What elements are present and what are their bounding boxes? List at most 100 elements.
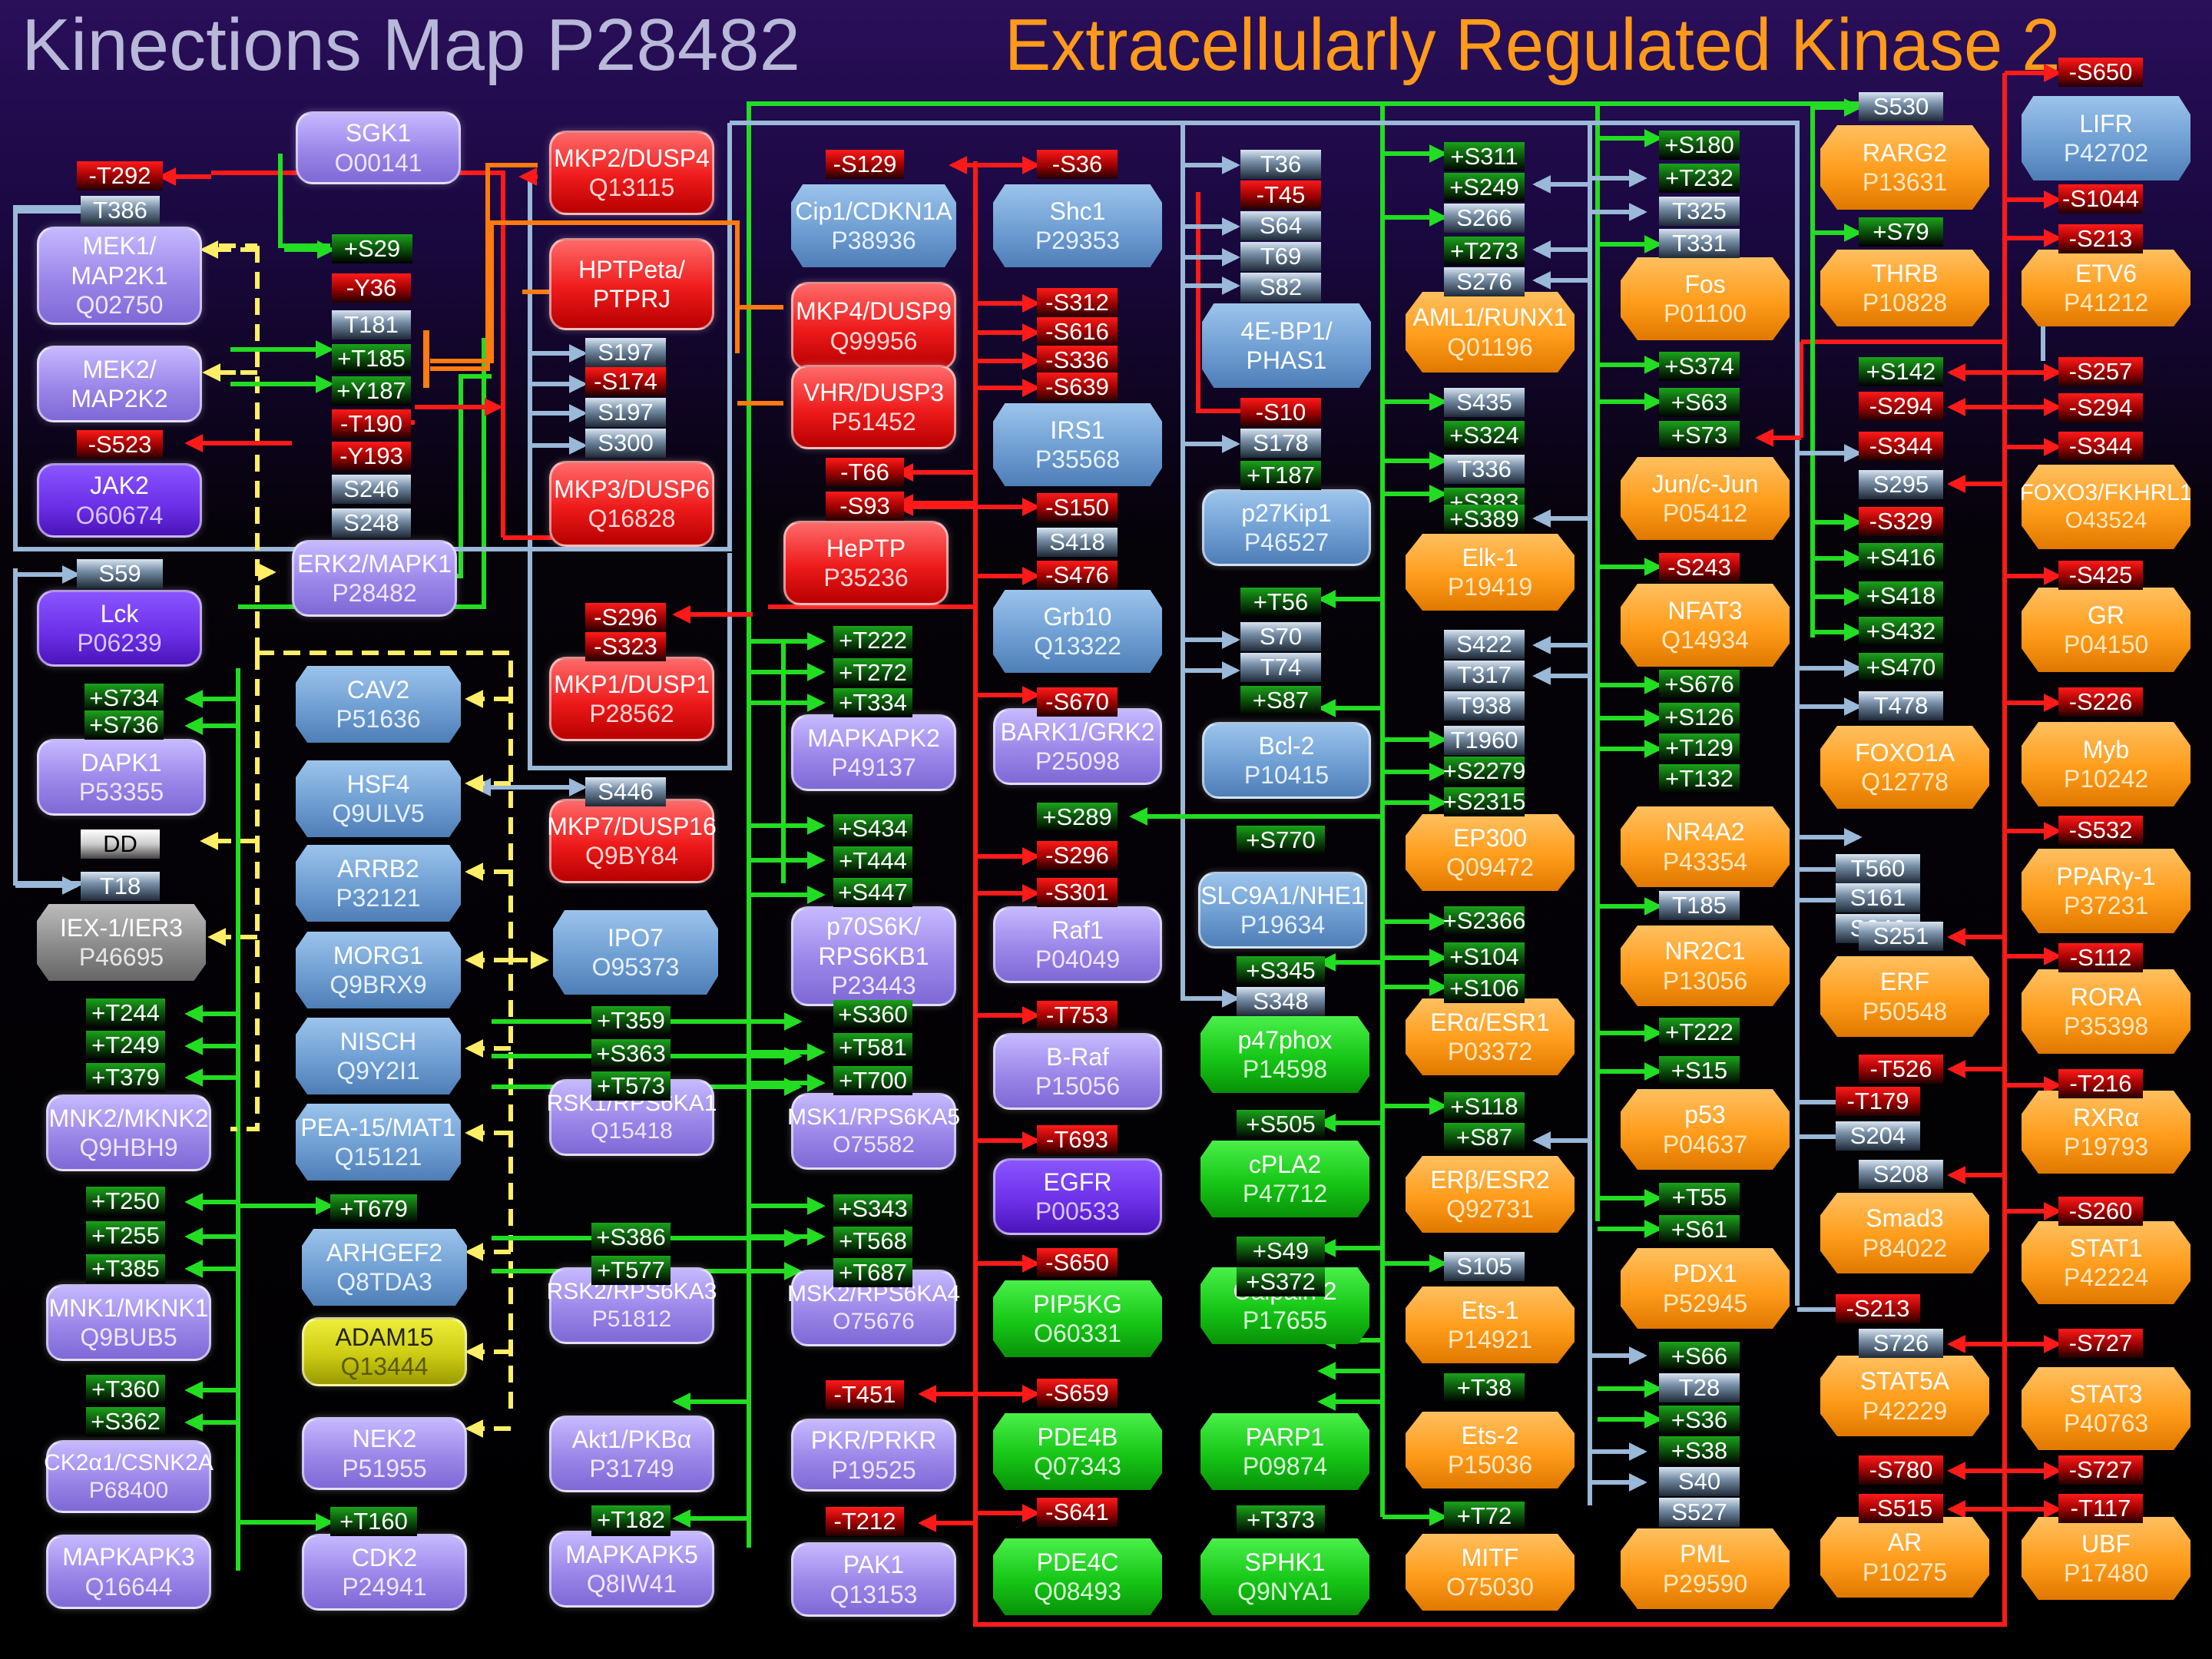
site-label[interactable]: +S434 [833, 814, 912, 843]
site-label[interactable]: +S73 [1659, 421, 1740, 450]
site-label[interactable]: T185 [1659, 891, 1740, 920]
site-label[interactable]: -S650 [2058, 58, 2143, 87]
site-label[interactable]: -S301 [1037, 878, 1118, 907]
site-label[interactable]: T336 [1444, 455, 1525, 484]
site-label[interactable]: S59 [77, 559, 163, 588]
site-label[interactable]: S248 [332, 508, 411, 538]
site-label[interactable]: T181 [332, 310, 411, 339]
site-label[interactable]: +S36 [1659, 1406, 1740, 1435]
site-label[interactable]: T74 [1240, 653, 1321, 682]
site-label[interactable]: DD [81, 830, 160, 859]
site-label[interactable]: +S79 [1859, 217, 1943, 247]
site-label[interactable]: -S336 [1037, 346, 1118, 375]
site-label[interactable]: +T255 [86, 1221, 165, 1250]
site-label[interactable]: +Y187 [332, 376, 411, 406]
site-label[interactable]: -Y36 [332, 273, 411, 303]
site-label[interactable]: +T232 [1659, 164, 1740, 193]
site-label[interactable]: +T222 [1659, 1018, 1740, 1047]
site-label[interactable]: +S343 [833, 1194, 912, 1224]
site-label[interactable]: +S372 [1237, 1267, 1325, 1296]
site-label[interactable]: +S470 [1859, 653, 1943, 682]
site-label[interactable]: +S360 [833, 1000, 912, 1029]
site-label[interactable]: +T444 [833, 846, 912, 876]
site-label[interactable]: +S29 [332, 234, 412, 263]
site-label[interactable]: -S659 [1037, 1379, 1118, 1408]
site-label[interactable]: S300 [585, 429, 666, 458]
site-label[interactable]: -S344 [1859, 432, 1943, 461]
site-label[interactable]: -S10 [1240, 398, 1321, 427]
site-label[interactable]: S348 [1237, 987, 1325, 1016]
site-label[interactable]: -S93 [826, 492, 904, 521]
site-label[interactable]: -S323 [585, 632, 666, 661]
site-label[interactable]: S70 [1240, 622, 1321, 651]
site-label[interactable]: -S226 [2058, 687, 2143, 717]
site-label[interactable]: +S106 [1444, 974, 1525, 1003]
site-label[interactable]: T18 [81, 872, 160, 901]
site-label[interactable]: +S416 [1859, 543, 1943, 572]
site-label[interactable]: -S213 [2058, 224, 2143, 253]
site-label[interactable]: +S362 [86, 1407, 165, 1436]
site-label[interactable]: S435 [1444, 388, 1525, 417]
site-label[interactable]: -S344 [2058, 432, 2143, 461]
protein-node-hptpeta[interactable]: HPTPeta/PTPRJ [549, 238, 714, 330]
site-label[interactable]: T36 [1240, 150, 1321, 179]
site-label[interactable]: -S532 [2058, 816, 2143, 845]
site-label[interactable]: T1960 [1444, 726, 1525, 755]
site-label[interactable]: +T379 [86, 1063, 165, 1092]
site-label[interactable]: S105 [1444, 1252, 1525, 1281]
site-label[interactable]: +S118 [1444, 1092, 1525, 1121]
site-label[interactable]: +S289 [1037, 803, 1118, 832]
site-label[interactable]: +T55 [1659, 1183, 1740, 1212]
site-label[interactable]: +S38 [1659, 1436, 1740, 1465]
site-label[interactable]: -S727 [2058, 1329, 2143, 1358]
site-label[interactable]: -T216 [2058, 1069, 2143, 1098]
site-label[interactable]: +T56 [1240, 588, 1321, 617]
site-label[interactable]: S64 [1240, 211, 1321, 240]
site-label[interactable]: +S345 [1237, 956, 1325, 985]
site-label[interactable]: S446 [585, 777, 666, 806]
site-label[interactable]: +S2315 [1442, 787, 1526, 816]
site-label[interactable]: T325 [1659, 197, 1740, 226]
site-label[interactable]: -S213 [1836, 1294, 1920, 1323]
site-label[interactable]: +S142 [1859, 357, 1943, 386]
site-label[interactable]: -S174 [585, 367, 666, 396]
site-label[interactable]: +S2366 [1442, 906, 1526, 935]
site-label[interactable]: +T129 [1659, 733, 1740, 763]
site-label[interactable]: -S294 [2058, 393, 2143, 422]
site-label[interactable]: -S476 [1037, 561, 1118, 590]
site-label[interactable]: -S641 [1037, 1498, 1118, 1527]
site-label[interactable]: +T581 [833, 1033, 912, 1062]
site-label[interactable]: +T573 [591, 1071, 671, 1101]
site-label[interactable]: -S257 [2058, 357, 2143, 386]
